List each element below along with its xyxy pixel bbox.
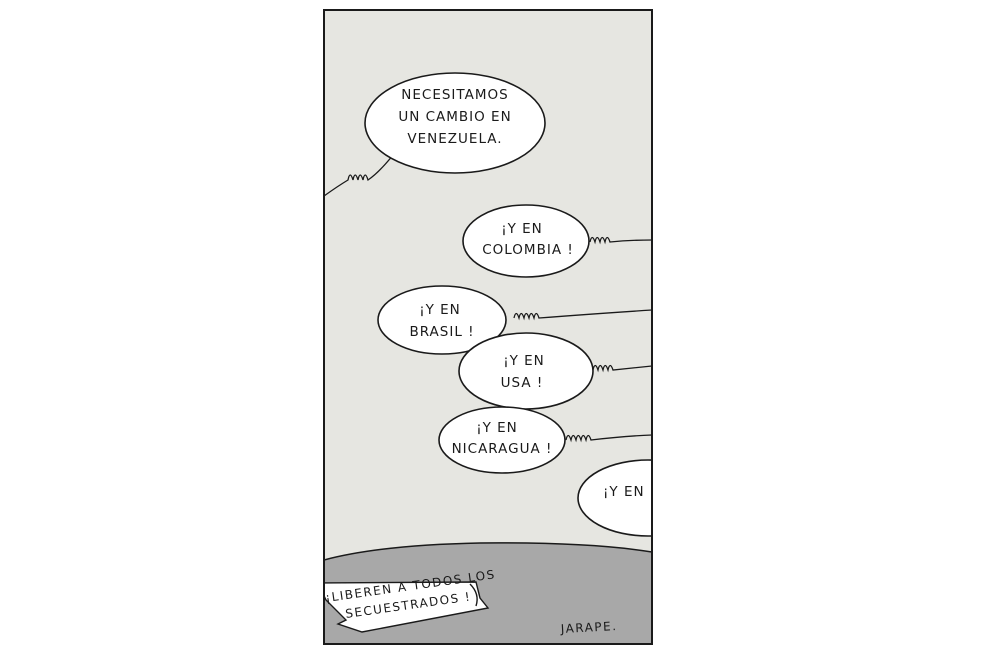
bubble-venezuela-line-1: NECESITAMOS [401, 87, 508, 103]
bubble-usa-line-2: USA ! [501, 375, 544, 391]
bubble-colombia [462, 204, 590, 278]
bubble-brasil [377, 285, 507, 355]
bubble-venezuela-line-2: UN CAMBIO EN [398, 109, 511, 125]
tail-usa [592, 364, 652, 373]
banner-curl [469, 583, 478, 607]
bubble-nicaragua-line-2: NICARAGUA ! [452, 441, 553, 457]
bubble-nicaragua-line-1: ¡Y EN [476, 420, 518, 436]
bubble-texts: NECESITAMOS UN CAMBIO EN VENEZUELA. ¡Y E… [398, 87, 645, 500]
artist-signature: JARAPE. [559, 619, 617, 636]
bubble-colombia-line-1: ¡Y EN [501, 221, 543, 237]
bubble-colombia-line-2: COLOMBIA ! [482, 242, 574, 258]
bubble-usa [458, 332, 594, 410]
bubble-brasil-line-2: BRASIL ! [409, 324, 474, 340]
panel-frame [323, 9, 653, 645]
bubble-venezuela-line-3: VENEZUELA. [407, 131, 502, 147]
bubble-venezuela [364, 72, 546, 174]
banner-shape [324, 581, 490, 633]
bubble-usa-line-1: ¡Y EN [503, 353, 545, 369]
speech-bubbles [364, 72, 652, 537]
bubble-cutoff-line-1: ¡Y EN [603, 484, 645, 500]
bubble-nicaragua [438, 406, 566, 474]
tail-nicaragua [565, 434, 652, 443]
tail-colombia [589, 236, 652, 245]
tail-brasil [513, 309, 652, 321]
bubble-brasil-line-1: ¡Y EN [419, 302, 461, 318]
speaker-tails [324, 149, 652, 443]
panel-content: NECESITAMOS UN CAMBIO EN VENEZUELA. ¡Y E… [324, 72, 652, 644]
bubble-cutoff [577, 459, 652, 537]
banner-scroll: ¡LIBEREN A TODOS LOS SECUESTRADOS ! [324, 567, 497, 633]
tail-venezuela [324, 149, 398, 197]
